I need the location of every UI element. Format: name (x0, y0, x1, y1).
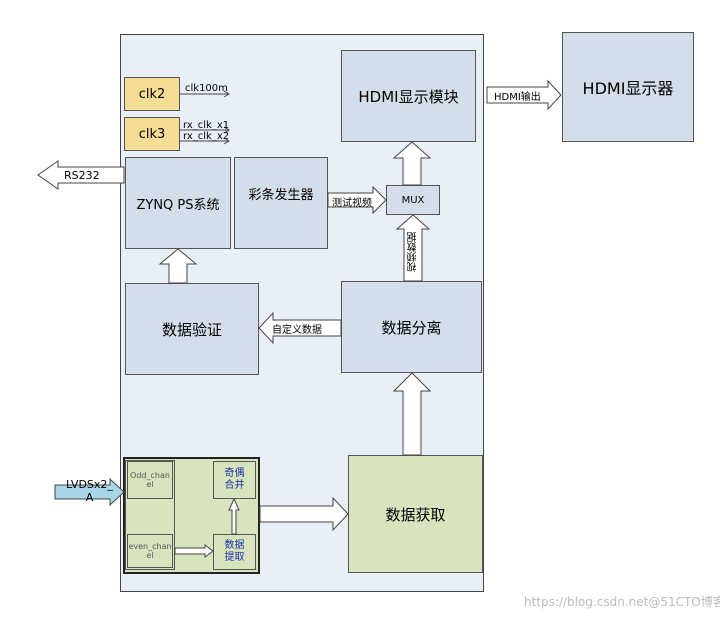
data-verify-block: 数据验证 (125, 283, 259, 375)
rx-clk-x1-label: rx_clk_x1 (183, 120, 230, 131)
hdmi-module-label: HDMI显示模块 (358, 87, 459, 106)
zynq-ps-label: ZYNQ PS系统 (136, 197, 220, 213)
even-to-extract-arrow (174, 544, 214, 558)
odd-channel-block: Odd_chan el (127, 461, 173, 499)
mux-to-hdmi-arrow (392, 141, 432, 186)
data-split-label: 数据分离 (381, 318, 442, 337)
lvds-input-arrow (54, 477, 125, 507)
custom-data-label: 自定义数据 (272, 325, 322, 336)
even-channel-label: even_chan el (128, 542, 172, 560)
rs232-arrow (37, 160, 125, 190)
watermark: https://blog.csdn.net@51CTO博客 (524, 595, 720, 609)
video-data-label: 视频数据 (408, 232, 419, 272)
data-acquire-label: 数据获取 (385, 505, 446, 524)
hdmi-display-label: HDMI显示器 (582, 79, 674, 98)
color-bar-block: 彩条发生器 (234, 157, 328, 249)
odd-even-merge-label: 奇偶 合并 (224, 468, 245, 491)
extract-to-merge-arrow (228, 497, 240, 535)
verify-to-zynq-arrow (158, 248, 198, 284)
data-split-block: 数据分离 (341, 281, 482, 373)
color-bar-label: 彩条发生器 (248, 188, 314, 203)
mux-label: MUX (401, 194, 425, 206)
even-channel-block: even_chan el (127, 534, 173, 568)
hdmi-display-block: HDMI显示器 (562, 32, 694, 142)
data-extract-block: 数据 提取 (213, 534, 256, 570)
hdmi-output-arrow (486, 79, 562, 111)
lvds-to-acquire-arrow (259, 496, 349, 532)
odd-channel-label: Odd_chan el (130, 471, 170, 489)
channel-container (125, 460, 175, 570)
acquire-to-split-arrow (392, 372, 432, 456)
test-video-label: 测试视频 (332, 198, 372, 209)
rs232-label: RS232 (64, 169, 100, 182)
test-video-arrow (327, 185, 387, 215)
odd-even-merge-block: 奇偶 合并 (213, 461, 256, 499)
data-extract-label: 数据 提取 (224, 540, 245, 563)
clk3-label: clk3 (138, 126, 166, 142)
hdmi-output-label: HDMI输出 (494, 92, 541, 103)
lvds-label: LVDSx2_ A (66, 478, 113, 504)
clk100m-label: clk100m (185, 83, 228, 94)
rx-clk-x2-label: rx_clk_x2 (183, 131, 230, 142)
custom-data-arrow (258, 311, 342, 345)
clk3-block: clk3 (124, 117, 180, 151)
data-verify-label: 数据验证 (161, 320, 222, 339)
video-data-arrow (395, 214, 431, 282)
clk2-block: clk2 (124, 77, 180, 111)
hdmi-module-block: HDMI显示模块 (341, 50, 476, 142)
clk2-label: clk2 (138, 86, 166, 102)
